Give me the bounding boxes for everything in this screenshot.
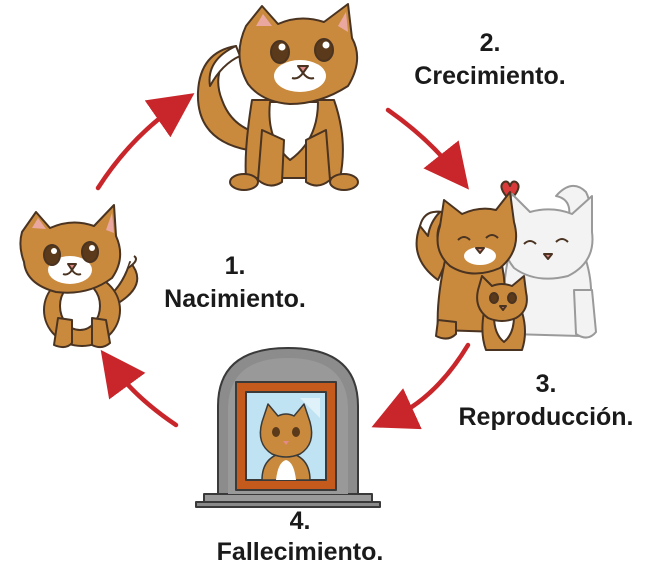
stage-name: Crecimiento. xyxy=(414,62,566,90)
arrow-birth-to-growth xyxy=(95,93,195,191)
stage-number: 3. xyxy=(535,370,557,398)
stage-label-death: 4. Fallecimiento. xyxy=(170,506,430,568)
kitten-illustration xyxy=(19,204,139,349)
stage-name: Nacimiento. xyxy=(164,285,306,313)
adult-cat-illustration xyxy=(196,3,359,191)
stage-number: 2. xyxy=(479,29,501,57)
stage-name: Fallecimiento. xyxy=(216,538,384,566)
stage-label-growth: 2. Crecimiento. xyxy=(395,27,585,93)
cat-family-illustration xyxy=(415,180,597,351)
stage-number: 4. xyxy=(289,507,311,535)
arrow-growth-to-reproduction xyxy=(385,107,469,190)
stage-number: 1. xyxy=(224,252,246,280)
arrow-reproduction-to-death xyxy=(371,342,471,430)
cycle-arrows xyxy=(95,93,471,430)
stage-label-reproduction: 3. Reproducción. xyxy=(440,368,652,434)
tombstone-illustration xyxy=(195,347,381,508)
stage-label-birth: 1. Nacimiento. xyxy=(150,250,320,316)
stage-name: Reproducción. xyxy=(458,403,634,431)
arrow-death-to-birth xyxy=(100,349,179,428)
